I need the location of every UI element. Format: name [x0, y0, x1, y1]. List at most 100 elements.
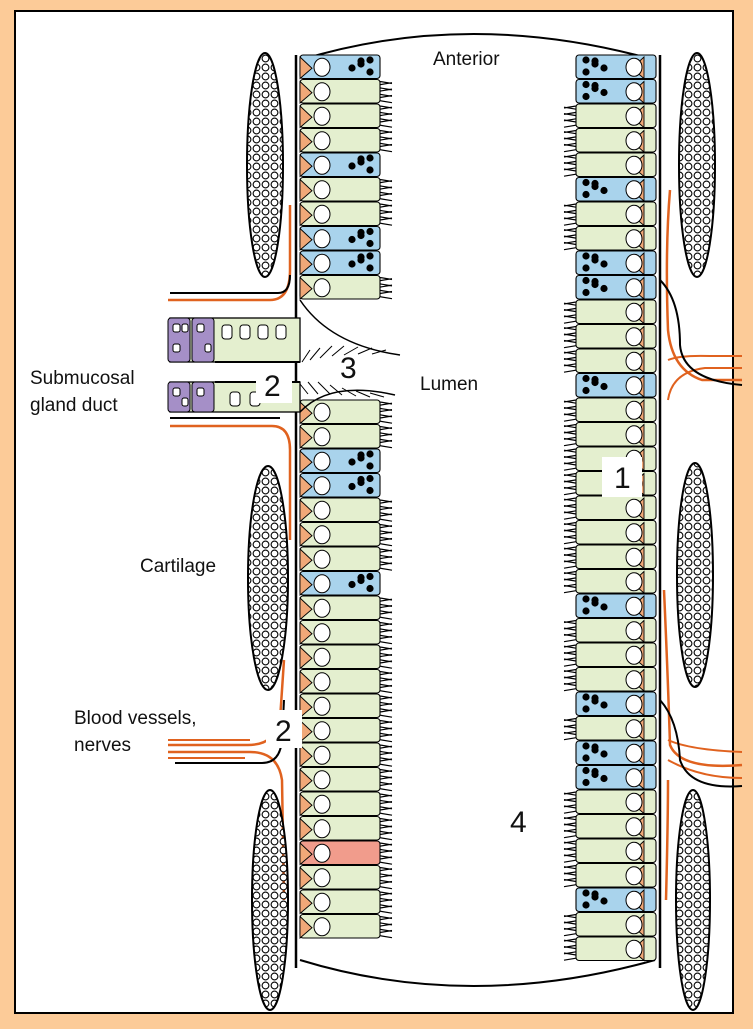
brush-cell [300, 841, 380, 865]
cilia [380, 106, 392, 127]
cell-nucleus [626, 377, 642, 395]
mucus-granule [600, 603, 607, 610]
cell-nucleus [626, 132, 642, 150]
cilia [380, 402, 392, 423]
cilia [564, 670, 576, 691]
mucus-granule [582, 607, 589, 614]
mucus-granule [348, 162, 355, 169]
mucus-granule [366, 68, 373, 75]
callout-3: 3 [340, 352, 357, 385]
cell-nucleus [314, 746, 330, 764]
cilia [380, 278, 392, 299]
cilia [380, 696, 392, 717]
cartilage-left-1 [247, 53, 283, 277]
cell-nucleus [314, 83, 330, 101]
cilia [564, 474, 576, 495]
cell-nucleus [626, 695, 642, 713]
cilia [564, 792, 576, 813]
cell-nucleus [314, 403, 330, 421]
label-blood-vessels-line1: Blood vessels, [74, 708, 197, 729]
mucus-granule [600, 260, 607, 267]
ciliated-cell [300, 547, 380, 571]
cell-nucleus [314, 844, 330, 862]
label-blood-vessels-line2: nerves [74, 735, 131, 756]
cell-nucleus [626, 891, 642, 909]
cell-nucleus [626, 156, 642, 174]
ciliated-cell [300, 817, 380, 841]
ciliated-cell [300, 719, 380, 743]
label-submucosal-line1: Submucosal [30, 368, 135, 389]
cell-nucleus [314, 279, 330, 297]
cell-nucleus [626, 352, 642, 370]
cell-nucleus [626, 842, 642, 860]
cell-nucleus [626, 940, 642, 958]
cell-nucleus [626, 499, 642, 517]
cilia [564, 841, 576, 862]
cilia [564, 915, 576, 936]
cilia [564, 351, 576, 372]
mucus-granule [582, 779, 589, 786]
cell-nucleus [626, 401, 642, 419]
mucus-granule [366, 56, 373, 63]
cell-nucleus [314, 477, 330, 495]
cell-nucleus [314, 624, 330, 642]
mucus-granule [348, 483, 355, 490]
cell-nucleus [626, 818, 642, 836]
mucus-granule [582, 901, 589, 908]
mucus-granule [582, 68, 589, 75]
cell-nucleus [314, 599, 330, 617]
label-submucosal-line2: gland duct [30, 395, 118, 416]
cilia [564, 425, 576, 446]
cilia [564, 155, 576, 176]
cilia [380, 770, 392, 791]
cell-nucleus [626, 916, 642, 934]
ciliated-cell [300, 743, 380, 767]
ciliated-cell [300, 645, 380, 669]
mucus-granule [600, 383, 607, 390]
mucus-granule [366, 252, 373, 259]
ciliated-cell [300, 866, 380, 890]
cell-nucleus [626, 328, 642, 346]
mucus-granule [582, 889, 589, 896]
cell-nucleus [626, 205, 642, 223]
cilia [564, 939, 576, 960]
mucus-granule [357, 155, 364, 162]
cilia [380, 131, 392, 152]
mucus-granule [591, 890, 598, 897]
mucus-granule [582, 264, 589, 271]
cell-nucleus [314, 254, 330, 272]
cilia [564, 302, 576, 323]
mucus-granule [600, 89, 607, 96]
cell-nucleus [626, 181, 642, 199]
cell-nucleus [314, 918, 330, 936]
cilia [380, 672, 392, 693]
cell-nucleus [314, 58, 330, 76]
mucus-granule [582, 277, 589, 284]
cell-nucleus [626, 230, 642, 248]
mucus-granule [582, 191, 589, 198]
cell-nucleus [314, 156, 330, 174]
mucus-granule [357, 476, 364, 483]
mucus-granule [357, 451, 364, 458]
cartilage-left-3 [252, 790, 288, 1010]
cell-nucleus [626, 671, 642, 689]
mucus-granule [591, 743, 598, 750]
gland-cell-4 [192, 382, 214, 412]
cilia [380, 598, 392, 619]
cell-nucleus [314, 697, 330, 715]
cilia [564, 719, 576, 740]
cilia [564, 645, 576, 666]
cell-nucleus [626, 720, 642, 738]
cell-nucleus [314, 205, 330, 223]
mucus-granule [600, 750, 607, 757]
cilia [380, 917, 392, 938]
mucus-granule [591, 82, 598, 89]
cartilage-right-1 [679, 53, 715, 277]
mucus-granule [591, 57, 598, 64]
cell-nucleus [314, 230, 330, 248]
ciliated-cell [300, 596, 380, 620]
cilia [564, 621, 576, 642]
mucus-granule [582, 56, 589, 63]
cilia [564, 131, 576, 152]
mucus-granule [357, 57, 364, 64]
